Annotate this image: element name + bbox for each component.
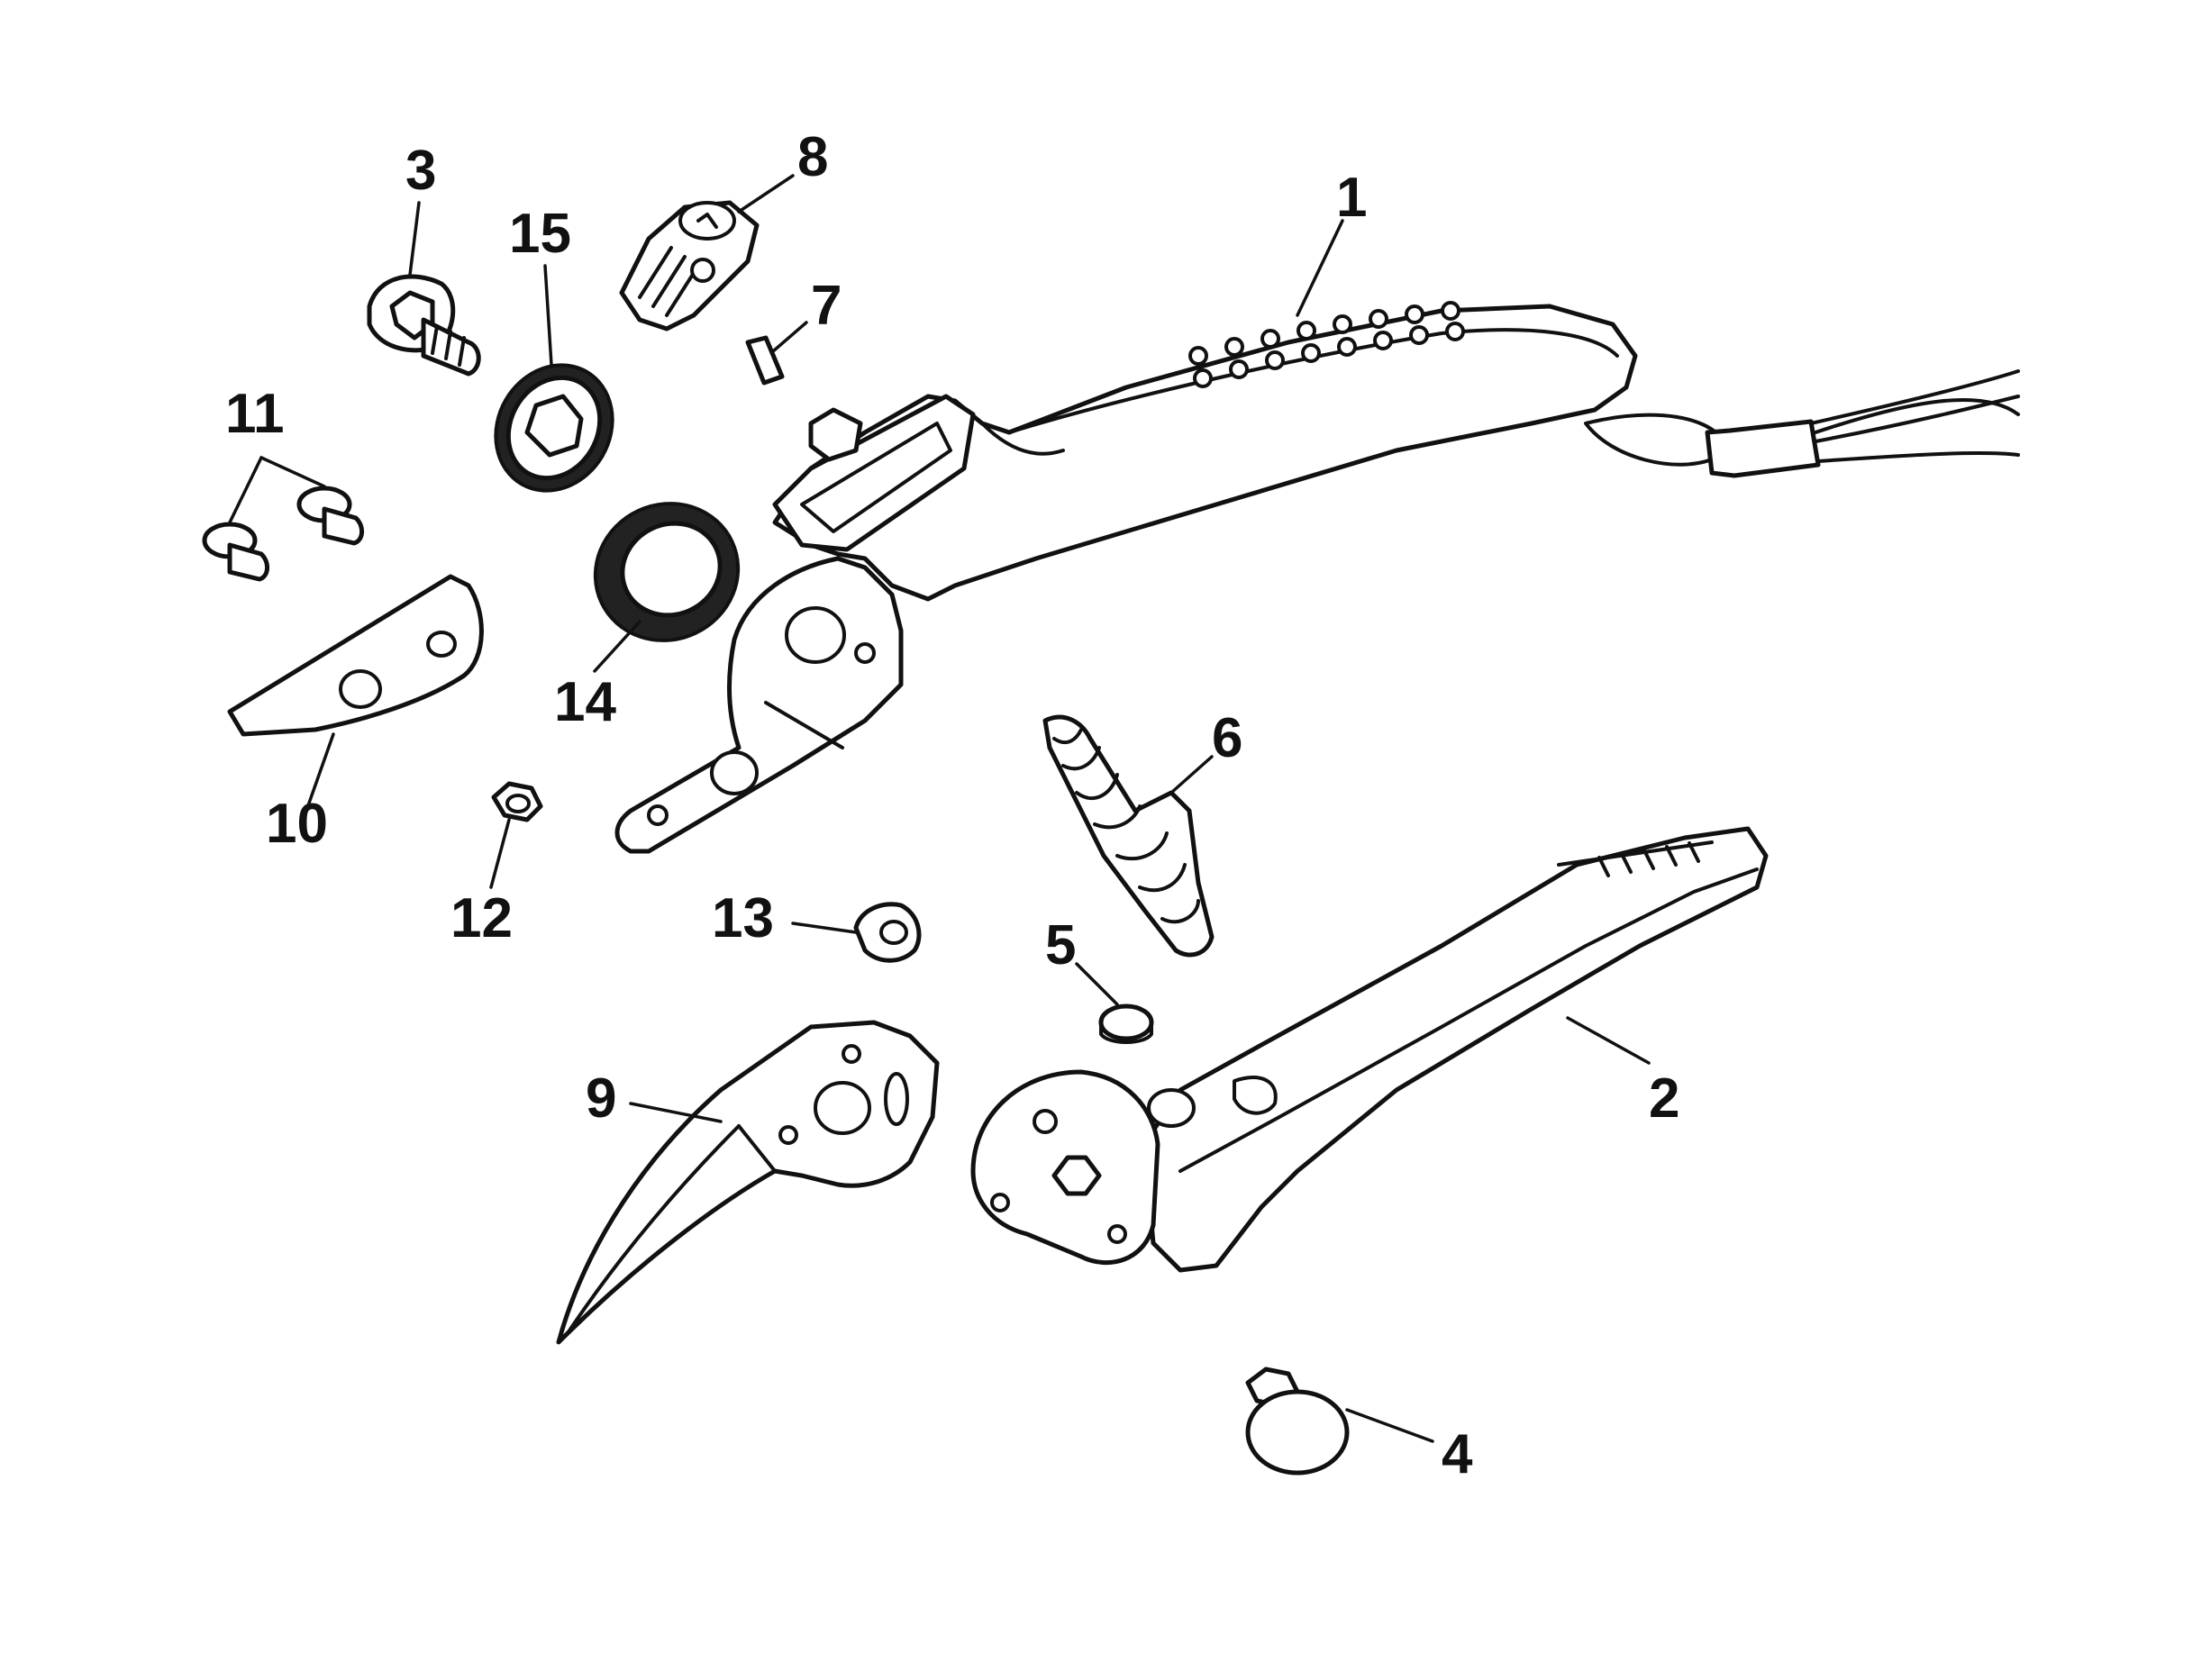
callout-10: 10: [266, 793, 328, 855]
part-lower-handle: [970, 826, 1769, 1273]
part-blade: [556, 1020, 940, 1345]
grip-ridges: [1597, 841, 1700, 877]
part-pin: [745, 335, 785, 386]
leader-lines: [228, 174, 1651, 1443]
part-spring: [1042, 714, 1215, 958]
callout-13: 13: [712, 887, 774, 949]
part-lock-button: [619, 200, 760, 331]
callout-5: 5: [1045, 914, 1076, 976]
callout-15: 15: [509, 203, 571, 265]
part-bushing: [853, 902, 922, 963]
callout-2: 2: [1649, 1067, 1679, 1130]
part-bearing-ring: [593, 502, 741, 642]
callout-labels: 1 2 3 4 5 6 7 8 9 10 11 12 13 14 15: [225, 126, 1679, 1485]
callout-6: 6: [1212, 707, 1242, 769]
grip-texture: [1188, 301, 1465, 388]
callout-4: 4: [1442, 1423, 1473, 1485]
part-upper-handle: [614, 301, 2020, 854]
part-plug: [1098, 1003, 1154, 1044]
part-washer: [494, 363, 614, 493]
callout-1: 1: [1336, 167, 1367, 229]
part-nut: [491, 781, 543, 822]
callout-12: 12: [450, 887, 513, 949]
callout-11: 11: [225, 383, 285, 445]
callout-7: 7: [811, 275, 842, 337]
part-bolt: [367, 274, 481, 377]
callout-14: 14: [554, 671, 616, 733]
part-cap: [1245, 1367, 1350, 1476]
part-anvil: [227, 574, 484, 737]
callout-9: 9: [586, 1067, 616, 1130]
part-screws: [202, 486, 364, 582]
callout-3: 3: [405, 140, 436, 202]
callout-8: 8: [797, 126, 828, 188]
